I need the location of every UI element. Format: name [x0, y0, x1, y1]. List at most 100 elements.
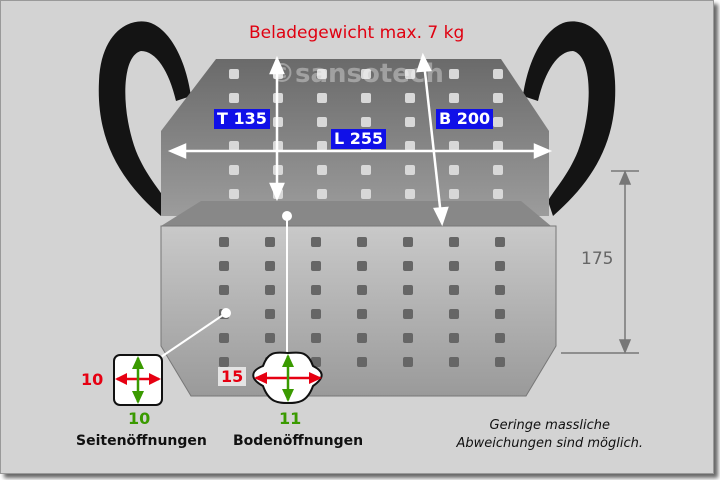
width-label: B 200: [436, 109, 494, 129]
perforation-hole: [361, 69, 371, 79]
side-opening-width: 10: [81, 370, 104, 389]
perforation-hole: [449, 69, 459, 79]
tolerance-note: Geringe massliche Abweichungen sind mögl…: [457, 417, 644, 453]
perforation-hole: [317, 141, 327, 151]
bottom-openings-label: Bodenöffnungen: [233, 433, 364, 449]
right-handle: [523, 21, 616, 216]
perforation-hole: [219, 261, 229, 271]
perforation-hole: [229, 141, 239, 151]
side-opening-height: 10: [128, 409, 151, 428]
perforation-hole: [493, 189, 503, 199]
perforation-hole: [403, 237, 413, 247]
dimension-arrows: [167, 52, 553, 227]
perforation-hole: [495, 357, 505, 367]
perforation-hole: [219, 357, 229, 367]
perforation-hole: [403, 333, 413, 343]
length-arrowhead-right: [533, 143, 553, 159]
bottom-opening-icon: [252, 351, 323, 405]
perforation-hole: [317, 93, 327, 103]
perforation-hole: [449, 285, 459, 295]
perforation-hole: [265, 309, 275, 319]
perforation-hole: [405, 93, 415, 103]
perforation-hole: [265, 285, 275, 295]
perforation-hole: [495, 237, 505, 247]
perforation-hole: [449, 261, 459, 271]
note-line-2: Abweichungen sind möglich.: [456, 436, 644, 451]
perforation-hole: [495, 285, 505, 295]
perforation-hole: [311, 333, 321, 343]
side-openings-label: Seitenöffnungen: [76, 433, 207, 449]
perforation-hole: [219, 333, 229, 343]
perforation-hole: [449, 93, 459, 103]
perforation-hole: [493, 69, 503, 79]
perforation-hole: [449, 141, 459, 151]
perforation-hole: [219, 285, 229, 295]
bottom-opening-height-arrowhead-bottom: [282, 389, 294, 402]
perforation-hole: [405, 189, 415, 199]
product-diagram: Beladegewicht max. 7 kg ©sansotech T 135…: [0, 0, 714, 474]
depth-arrowhead-top: [269, 55, 285, 75]
length-label: L 255: [331, 129, 387, 149]
perforation-hole: [357, 333, 367, 343]
perforation-hole: [361, 189, 371, 199]
depth-arrowhead-bottom: [269, 182, 285, 202]
bottom-opening-width-arrowhead-left: [254, 372, 267, 384]
width-arrowhead-bottom: [433, 206, 449, 227]
perforation-hole: [229, 189, 239, 199]
perforation-hole: [405, 165, 415, 175]
side-opening-height-arrowhead-bottom: [132, 391, 144, 404]
callout-lines: [160, 211, 292, 358]
side-opening-callout-dot: [221, 308, 231, 318]
perforation-hole: [317, 165, 327, 175]
height-arrow: [561, 170, 639, 354]
perforation-hole: [311, 237, 321, 247]
perforation-hole: [317, 69, 327, 79]
side-opening-icon: [113, 354, 163, 406]
bottom-opening-callout-dot: [282, 211, 292, 221]
perforation-hole: [403, 285, 413, 295]
bottom-opening-width-arrowhead-right: [309, 372, 322, 384]
perforation-hole: [403, 309, 413, 319]
bottom-opening-height: 11: [279, 409, 302, 428]
perforation-hole: [495, 309, 505, 319]
basket-floor: [161, 201, 551, 226]
perforation-hole: [495, 333, 505, 343]
width-arrow: [422, 62, 443, 217]
perforation-hole: [449, 237, 459, 247]
load-capacity-title: Beladegewicht max. 7 kg: [249, 23, 465, 43]
perforation-hole: [317, 117, 327, 127]
perforation-hole: [357, 237, 367, 247]
height-arrowhead-top: [618, 170, 632, 185]
perforation-hole: [405, 141, 415, 151]
height-label: 175: [581, 249, 614, 269]
depth-label: T 135: [214, 109, 270, 129]
perforation-hole: [219, 237, 229, 247]
perforation-hole: [449, 189, 459, 199]
perforation-hole: [493, 93, 503, 103]
perforation-hole: [357, 357, 367, 367]
perforation-hole: [311, 285, 321, 295]
side-opening-width-arrowhead-left: [115, 373, 127, 385]
perforation-hole: [317, 189, 327, 199]
side-opening-height-arrowhead-top: [132, 356, 144, 369]
perforation-hole: [405, 117, 415, 127]
perforation-hole: [495, 261, 505, 271]
perforation-hole: [311, 309, 321, 319]
perforation-hole: [229, 165, 239, 175]
perforation-hole: [265, 261, 275, 271]
perforation-hole: [449, 309, 459, 319]
perforation-hole: [403, 261, 413, 271]
width-arrowhead-top: [416, 52, 432, 73]
bottom-opening-width: 15: [218, 367, 247, 386]
perforation-hole: [311, 261, 321, 271]
height-arrowhead-bottom: [618, 339, 632, 354]
perforation-hole: [357, 261, 367, 271]
perforation-hole: [357, 285, 367, 295]
perforation-hole: [449, 333, 459, 343]
perforation-hole: [361, 117, 371, 127]
bottom-opening-height-arrowhead-top: [282, 354, 294, 367]
perforation-hole: [229, 69, 239, 79]
perforation-hole: [229, 93, 239, 103]
perforation-hole: [449, 165, 459, 175]
perforation-hole: [493, 165, 503, 175]
